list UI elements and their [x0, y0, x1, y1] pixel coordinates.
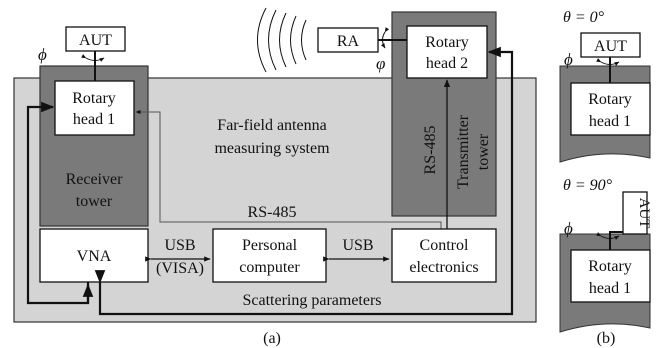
rs485-vertical-label: RS-485	[422, 126, 439, 175]
rotary-head-top-box	[570, 82, 651, 136]
pc-line2: computer	[239, 259, 300, 276]
pc-line1: Personal	[242, 237, 298, 254]
phi-symbol-a: ϕ	[38, 45, 47, 64]
usb-visa-line1: USB	[164, 237, 195, 254]
theta0-label: θ = 0°	[563, 9, 605, 26]
rotary-head-1-line2: head 1	[73, 111, 115, 128]
receiver-tower-line2: tower	[76, 193, 113, 210]
aut-top-box	[580, 32, 641, 58]
transmitter-tower-line2: tower	[475, 133, 492, 170]
rotary-head-1-line1: Rotary	[72, 90, 116, 107]
usb-label: USB	[342, 237, 373, 254]
aut-bottom-mast	[609, 231, 623, 250]
theta90-label: θ = 90°	[563, 177, 613, 194]
rotary-head-bottom-line2: head 1	[589, 280, 631, 297]
system-label-line1: Far-field antenna	[217, 117, 326, 134]
rotary-head-2-line2: head 2	[426, 55, 468, 72]
control-line2: electronics	[409, 259, 478, 276]
caption-b: (b)	[597, 330, 616, 347]
phi-symbol-b-top: ϕ	[564, 50, 573, 69]
aut-top-label: AUT	[594, 38, 627, 55]
receiver-tower-line1: Receiver	[66, 171, 124, 188]
transmitter-tower-line1: Transmitter	[455, 114, 472, 189]
rs485-horizontal-label: RS-485	[248, 204, 297, 221]
system-label-line2: measuring system	[214, 140, 330, 157]
scattering-line-head2	[94, 46, 514, 316]
rotary-head-top-line2: head 1	[589, 113, 631, 130]
radiation-waves-icon	[257, 7, 307, 73]
aut-bottom-box	[622, 191, 648, 235]
aut-top-rotation-icon	[596, 58, 620, 66]
rotary-head-bottom-box	[570, 249, 651, 303]
rotary-head-2-line1: Rotary	[425, 34, 469, 51]
vna-label: VNA	[77, 248, 112, 265]
usb-visa-line2: (VISA)	[156, 260, 204, 277]
aut-label: AUT	[79, 32, 112, 49]
phi-symbol-b-bottom: ϕ	[564, 219, 573, 238]
aut-bottom-rotation-icon	[596, 232, 620, 240]
rotary-head-bottom-line1: Rotary	[588, 258, 632, 275]
aut-bottom-label: AUT	[636, 198, 652, 229]
rotary-head-top-line1: Rotary	[588, 91, 632, 108]
varphi-symbol: φ	[376, 54, 385, 73]
caption-a: (a)	[263, 330, 281, 347]
control-line1: Control	[420, 237, 469, 254]
ra-rotation-icon	[380, 27, 390, 49]
scattering-label: Scattering parameters	[242, 292, 381, 309]
ra-label: RA	[337, 33, 360, 50]
